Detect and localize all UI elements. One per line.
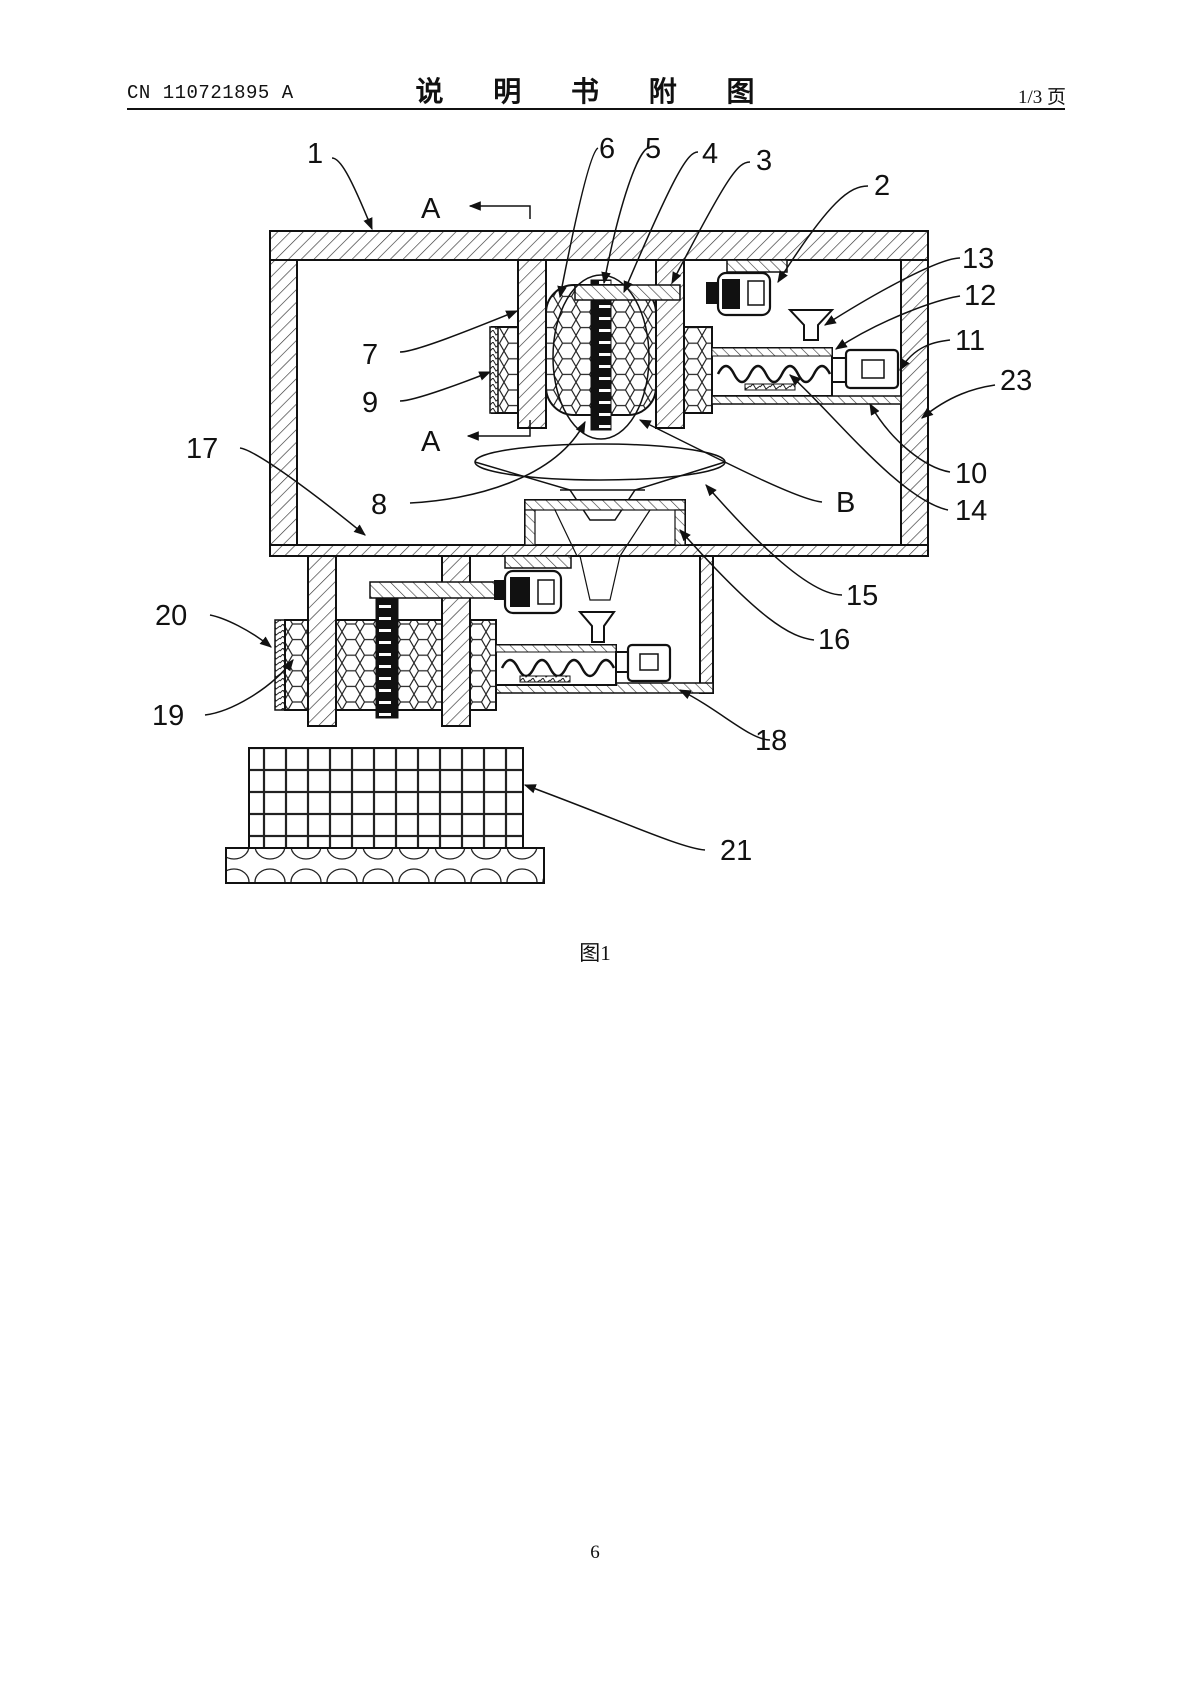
callout-17: 17: [186, 433, 218, 465]
upper-housing: [269, 230, 929, 557]
callout-8: 8: [371, 489, 387, 521]
callout-12: 12: [964, 280, 996, 312]
callout-3: 3: [756, 145, 772, 177]
callout-1: 1: [307, 138, 323, 170]
section-mark-a-bottom: A: [421, 426, 441, 458]
hopper-and-discharge: [474, 443, 726, 601]
callout-labels: A A 1 2 3 4 5 6 7 8 9 10 11 12 13 14 15 …: [152, 133, 1032, 867]
lower-crushing-assembly: [274, 569, 563, 719]
page-number: 6: [590, 1542, 600, 1563]
callout-5: 5: [645, 133, 661, 165]
brick-block-on-base: [225, 747, 545, 884]
page-of-total: 1/3 页: [1017, 87, 1066, 108]
callout-13: 13: [962, 243, 994, 275]
figure-caption: 图1: [579, 941, 611, 965]
callout-23: 23: [1000, 365, 1032, 397]
upper-screw-conveyor: [711, 309, 902, 405]
upper-crushing-assembly: [489, 259, 788, 440]
callout-14: 14: [955, 495, 987, 527]
callout-11: 11: [955, 325, 985, 357]
leader-lines: [204, 147, 996, 851]
callout-b: B: [836, 487, 855, 519]
publication-number: CN 110721895 A: [127, 82, 294, 104]
callout-19: 19: [152, 700, 184, 732]
callout-7: 7: [362, 339, 378, 371]
callout-18: 18: [755, 725, 787, 757]
callout-4: 4: [702, 138, 718, 170]
callout-9: 9: [362, 387, 378, 419]
lower-screw-conveyor: [495, 611, 672, 686]
callout-2: 2: [874, 170, 890, 202]
callout-15: 15: [846, 580, 878, 612]
callout-10: 10: [955, 458, 987, 490]
header-rule: [127, 108, 1065, 110]
callout-16: 16: [818, 624, 850, 656]
section-line-a: [466, 201, 531, 441]
section-mark-a-top: A: [421, 193, 441, 225]
section-title: 说 明 书 附 图: [415, 75, 775, 108]
callout-20: 20: [155, 600, 187, 632]
callout-6: 6: [599, 133, 615, 165]
callout-21: 21: [720, 835, 752, 867]
